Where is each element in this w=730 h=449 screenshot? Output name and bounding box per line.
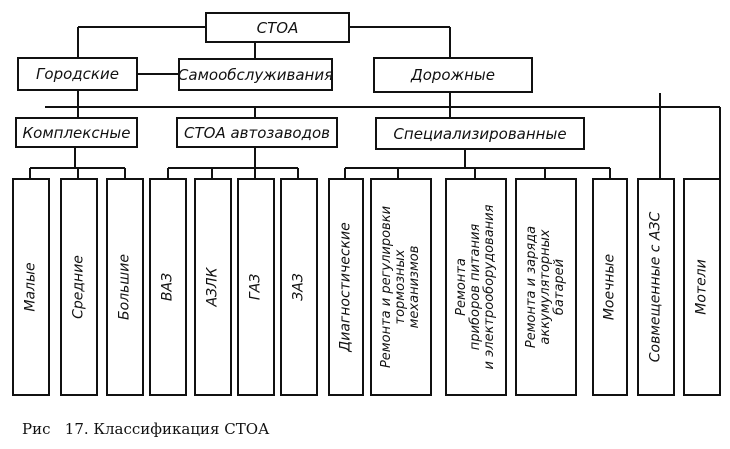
- leaf-label: Ремонта и регулировки тормозных механизм…: [379, 205, 422, 369]
- node-road: Дорожные: [373, 57, 533, 93]
- leaf-label: Большие: [116, 254, 133, 320]
- leaf-label: Ремонта приборов питания и электрооборуд…: [454, 204, 497, 370]
- leaf-label: Ремонта и заряда аккумуляторных батарей: [524, 225, 567, 349]
- leaf-combined-with-gas-station: Совмещенные с АЗС: [637, 178, 675, 396]
- node-city: Городские: [17, 57, 138, 91]
- leaf-label: Малые: [22, 262, 39, 312]
- leaf-fuel-electric-repair: Ремонта приборов питания и электрооборуд…: [445, 178, 507, 396]
- leaf-brake-repair: Ремонта и регулировки тормозных механизм…: [370, 178, 432, 396]
- node-complex: Комплексные: [15, 117, 138, 148]
- node-self-service: Самообслуживания: [178, 58, 333, 91]
- leaf-motels: Мотели: [683, 178, 721, 396]
- leaf-battery-repair: Ремонта и заряда аккумуляторных батарей: [515, 178, 577, 396]
- leaf-gaz: ГАЗ: [237, 178, 275, 396]
- node-auto-plants: СТОА автозаводов: [176, 117, 338, 148]
- leaf-label: АЗЛК: [204, 267, 221, 307]
- leaf-large: Большие: [106, 178, 144, 396]
- leaf-label: ВАЗ: [159, 272, 176, 302]
- leaf-label: Средние: [70, 255, 87, 319]
- leaf-azlk: АЗЛК: [194, 178, 232, 396]
- leaf-label: Моечные: [601, 253, 618, 321]
- leaf-label: ЗАЗ: [290, 273, 307, 301]
- node-specialized: Специализированные: [375, 117, 585, 150]
- leaf-diagnostic: Диагностические: [328, 178, 364, 396]
- leaf-label: Диагностические: [337, 222, 354, 352]
- leaf-label: ГАЗ: [247, 273, 264, 301]
- leaf-zaz: ЗАЗ: [280, 178, 318, 396]
- leaf-small: Малые: [12, 178, 50, 396]
- leaf-medium: Средние: [60, 178, 98, 396]
- leaf-label: Совмещенные с АЗС: [647, 211, 664, 363]
- leaf-washing: Моечные: [592, 178, 628, 396]
- node-stoa-root: СТОА: [205, 12, 350, 43]
- leaf-vaz: ВАЗ: [149, 178, 187, 396]
- leaf-label: Мотели: [693, 259, 710, 315]
- figure-caption: Рис 17. Классификация СТОА: [22, 420, 270, 438]
